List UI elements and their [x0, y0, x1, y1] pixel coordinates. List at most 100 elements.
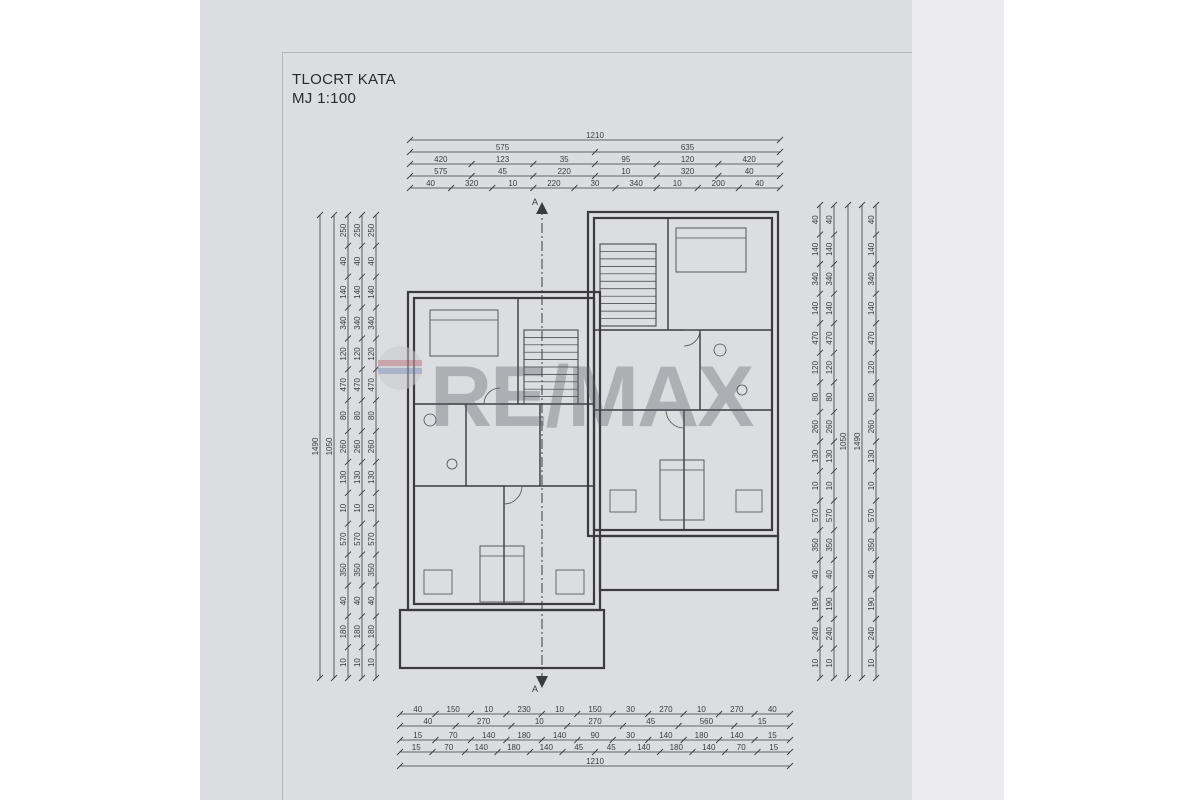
right-total-dim-tick	[858, 674, 866, 682]
left-parts2-dim-label: 80	[353, 411, 362, 420]
left-parts2-dim-tick	[358, 273, 366, 281]
right-parts2-dim-label: 40	[825, 570, 834, 579]
left-parts2-dim-label: 340	[353, 316, 362, 330]
top-row2-dim-label: 123	[496, 155, 510, 164]
bottom-row4-dim-label: 140	[475, 743, 489, 752]
bottom-row4-dim-tick	[559, 748, 566, 756]
left-parts3-dim-label: 340	[367, 316, 376, 330]
bottom-row3-dim-tick	[644, 736, 652, 744]
top-row2-dim-label: 35	[560, 155, 569, 164]
bottom-row3-dim-label: 70	[449, 731, 458, 740]
left-parts3-dim-label: 260	[367, 439, 376, 453]
door-swing-2	[683, 329, 701, 347]
bottom-row1-dim-tick	[573, 710, 581, 718]
left-total-dim-tick	[316, 674, 324, 682]
top-row2-dim-label: 420	[434, 155, 448, 164]
left-parts2-dim-label: 140	[353, 285, 362, 299]
bed-right-2	[659, 459, 705, 521]
right-parts-dim-tick	[816, 585, 824, 593]
right-parts3-dim-tick	[872, 467, 880, 475]
bottom-row3-dim-label: 140	[482, 731, 496, 740]
right-parts3-dim-label: 10	[867, 481, 876, 490]
left-parts2-dim-tick	[358, 427, 366, 435]
bottom-row1-dim-tick	[503, 710, 510, 718]
top-row3-dim-label: 220	[557, 167, 571, 176]
bottom-row2-dim-label: 270	[588, 717, 602, 726]
left-parts2-dim-tick	[358, 582, 366, 589]
bottom-row4-dim-tick	[721, 748, 729, 756]
left-parts-dim-label: 180	[339, 624, 348, 638]
left-parts3-dim-label: 180	[367, 624, 376, 638]
bottom-row3-dim-tick	[680, 736, 687, 744]
right-parts2-dim-label: 40	[825, 215, 834, 224]
right-parts2-dim-tick	[830, 201, 838, 209]
left-parts-dim-label: 40	[339, 256, 348, 265]
right-parts3-dim-tick	[872, 556, 880, 564]
right-parts3-dim-label: 40	[867, 570, 876, 579]
section-label-bottom: A	[532, 684, 538, 694]
right-parts2-dim-label: 140	[825, 242, 834, 256]
door-swing-3	[503, 485, 523, 505]
bottom-row2-dim-tick	[452, 722, 460, 730]
top-row2-dim-tick	[406, 160, 414, 168]
right-parts3-dim-tick	[872, 260, 880, 268]
right-parts2-dim-label: 260	[825, 420, 834, 434]
right-parts-dim-tick	[816, 645, 824, 652]
left-parts2-dim-label: 40	[353, 256, 362, 265]
right-parts-dim-tick	[816, 201, 824, 209]
right-parts2-dim-tick	[830, 645, 838, 652]
top-row1-dim-tick	[591, 148, 599, 156]
top-row3-dim-tick	[653, 172, 660, 180]
right-parts2-dim-tick	[830, 674, 838, 682]
right-total-dim-label: 1490	[853, 432, 862, 450]
left-parts2-dim-label: 130	[353, 470, 362, 484]
bottom-row3-dim-label: 140	[553, 731, 567, 740]
bottom-row4-dim-tick	[429, 748, 436, 756]
drawing-scale: MJ 1:100	[292, 90, 357, 107]
right-parts3-dim-label: 470	[867, 331, 876, 345]
right-parts2-dim-label: 190	[825, 597, 834, 611]
wardrobe-left	[423, 569, 453, 595]
left-parts3-dim-tick	[372, 273, 380, 281]
bottom-row4-dim-tick	[786, 748, 794, 756]
top-row3-dim-tick	[776, 172, 784, 180]
left-parts2-dim-label: 570	[353, 532, 362, 546]
bottom-row1-dim-tick	[467, 710, 475, 718]
right-parts-dim-tick	[816, 349, 824, 357]
left-parts-dim-tick	[344, 396, 352, 404]
top-row2-dim-tick	[776, 160, 784, 168]
right-parts-dim-tick	[816, 290, 824, 298]
right-parts-dim-tick	[816, 319, 824, 327]
bed-right-1	[675, 227, 747, 273]
right-parts-dim-label: 260	[811, 420, 820, 434]
right-parts3-dim-tick	[872, 408, 880, 416]
top-row2-dim-label: 420	[742, 155, 756, 164]
right-total-dim-tick	[858, 201, 866, 209]
top-row2-dim-tick	[468, 160, 475, 168]
left-parts2-dim-tick	[358, 551, 366, 558]
left-parts2-dim-tick	[358, 242, 366, 250]
left-parts-dim-tick	[344, 612, 352, 620]
right-parts2-dim-label: 10	[825, 481, 834, 490]
left-parts2-dim-tick	[358, 335, 366, 342]
top-row2-dim-label: 95	[621, 155, 630, 164]
top-row3-dim-tick	[468, 172, 475, 180]
left-parts-dim-label: 470	[339, 378, 348, 392]
right-parts-dim-label: 40	[811, 215, 820, 224]
left-parts-dim-label: 340	[339, 316, 348, 330]
top-row3-dim-label: 575	[434, 167, 448, 176]
left-parts3-dim-label: 10	[367, 658, 376, 667]
right-parts3-dim-label: 570	[867, 508, 876, 522]
left-sub-dim-label: 1050	[325, 437, 334, 455]
top-row4-dim-label: 220	[547, 179, 561, 188]
door-swing-4	[665, 409, 685, 429]
bottom-row1-dim-label: 270	[659, 705, 673, 714]
top-row4-dim-label: 40	[426, 179, 435, 188]
top-row4-dim-tick	[735, 184, 743, 192]
left-parts-dim-tick	[344, 582, 352, 589]
left-parts2-dim-label: 470	[353, 378, 362, 392]
bottom-row2-dim-label: 40	[423, 717, 432, 726]
top-row2-dim-tick	[715, 160, 722, 168]
bottom-row3-dim-label: 15	[413, 731, 422, 740]
